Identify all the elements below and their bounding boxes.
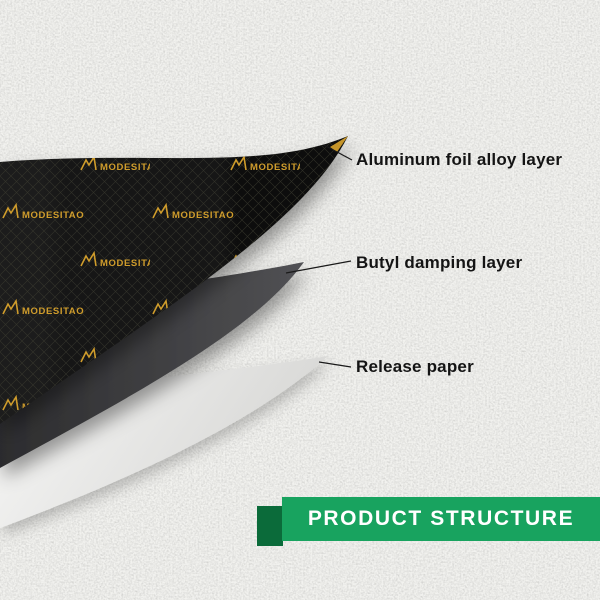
product-structure-banner: PRODUCT STRUCTURE xyxy=(282,497,600,541)
leader-lines xyxy=(285,144,353,368)
banner-title: PRODUCT STRUCTURE xyxy=(307,507,575,530)
foil-tip-accent xyxy=(330,136,348,152)
leader-line-release xyxy=(318,361,352,368)
banner-ribbon-fold xyxy=(257,506,283,546)
label-release-paper: Release paper xyxy=(356,357,474,376)
leader-line-aluminum xyxy=(323,144,353,161)
leader-line-butyl xyxy=(285,260,352,274)
label-aluminum-foil: Aluminum foil alloy layer xyxy=(356,150,563,169)
label-butyl-damping: Butyl damping layer xyxy=(356,253,523,272)
